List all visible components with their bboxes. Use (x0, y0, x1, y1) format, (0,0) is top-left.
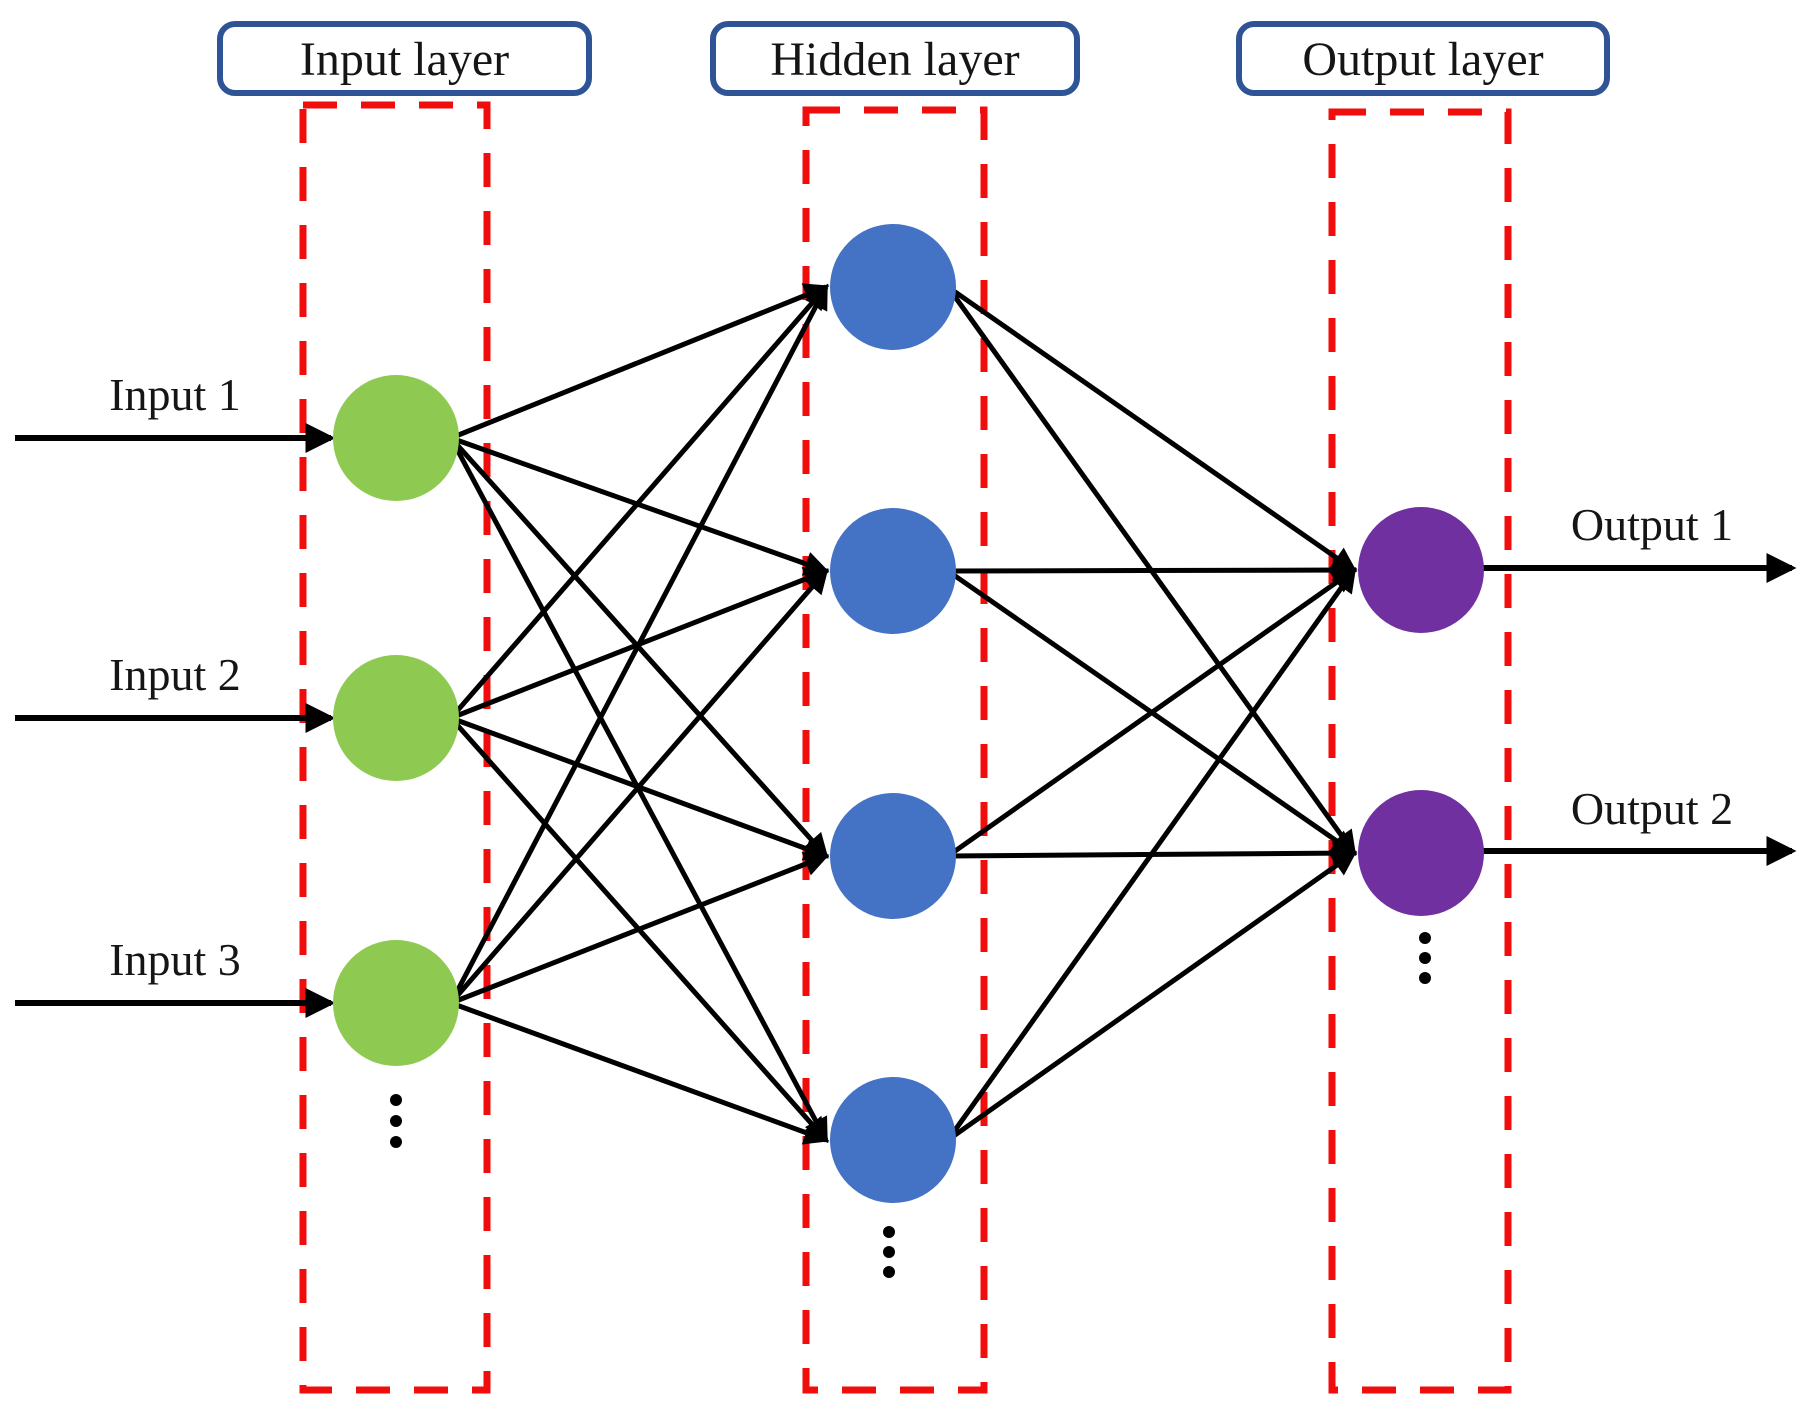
output-ellipsis-dot (1419, 932, 1431, 944)
input-layer-dashed-frame (299, 101, 491, 1394)
output-neuron-2 (1358, 790, 1484, 916)
hidden-neuron-2 (830, 508, 956, 634)
output-ellipsis-dot (1419, 952, 1431, 964)
output-2-label: Output 2 (1570, 783, 1734, 834)
edge-input-to-hidden (450, 852, 830, 1006)
output-ellipsis-dot (1419, 972, 1431, 984)
hidden-neuron-1 (830, 224, 956, 350)
input-neuron-3 (333, 940, 459, 1066)
edge-input-to-hidden (450, 1000, 830, 1145)
edge-hidden-to-output (946, 567, 1358, 859)
output-layer-dashed-frame (1328, 108, 1512, 1394)
edge-hidden-to-output (945, 566, 1357, 1142)
input-neuron-1 (333, 375, 459, 501)
hidden-ellipsis-dot (883, 1266, 895, 1278)
edge-input-to-hidden (448, 283, 829, 1005)
output-layer-title-box: Output layer (1236, 21, 1610, 96)
input-1-label: Input 1 (109, 369, 241, 420)
hidden-layer-dashed-frame (802, 106, 988, 1394)
input-3-label: Input 3 (109, 934, 241, 985)
output-neuron-1 (1358, 507, 1484, 633)
hidden-neuron-3 (830, 793, 956, 919)
edge-input-to-hidden (449, 284, 829, 720)
input-neuron-2 (333, 655, 459, 781)
hidden-neuron-4 (830, 1077, 956, 1203)
edge-input-to-hidden (450, 283, 830, 441)
input-ellipsis-dot (390, 1115, 402, 1127)
output-1-label: Output 1 (1570, 499, 1734, 550)
input-ellipsis-dot (390, 1136, 402, 1148)
edge-hidden-to-output (946, 850, 1358, 1143)
edge-hidden-to-output (946, 284, 1358, 573)
edge-input-to-hidden (449, 568, 829, 1005)
hidden-layer-title-box: Hidden layer (710, 21, 1080, 96)
input-layer-title-box: Input layer (217, 21, 592, 96)
input-ellipsis-dot (390, 1094, 402, 1106)
edge-hidden-to-output (947, 557, 1358, 583)
hidden-ellipsis-dot (883, 1246, 895, 1258)
input-2-label: Input 2 (109, 649, 241, 700)
hidden-ellipsis-dot (883, 1226, 895, 1238)
